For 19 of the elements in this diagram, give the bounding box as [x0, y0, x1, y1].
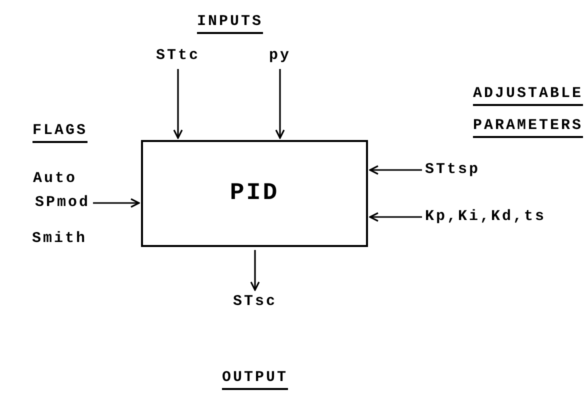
- arrow: [369, 165, 422, 175]
- section-heading: OUTPUT: [222, 368, 288, 388]
- section-heading: INPUTS: [197, 12, 263, 32]
- arrow: [93, 198, 140, 208]
- arrow: [369, 212, 422, 222]
- section-heading: FLAGS: [32, 121, 88, 141]
- flag-name: Auto: [33, 169, 77, 189]
- signal-name: STsc: [233, 292, 277, 312]
- signal-name: Kp,Ki,Kd,ts: [425, 207, 546, 227]
- flag-name: Smith: [32, 229, 87, 249]
- signal-name: STtsp: [425, 160, 480, 180]
- arrow: [173, 69, 183, 139]
- process-box: PID: [141, 140, 368, 247]
- arrow: [275, 69, 285, 139]
- signal-name: SPmod: [34, 193, 90, 213]
- arrow: [250, 250, 260, 291]
- signal-name: py: [269, 46, 291, 66]
- signal-name: STtc: [156, 46, 200, 66]
- section-heading: ADJUSTABLE PARAMETERS: [472, 84, 583, 136]
